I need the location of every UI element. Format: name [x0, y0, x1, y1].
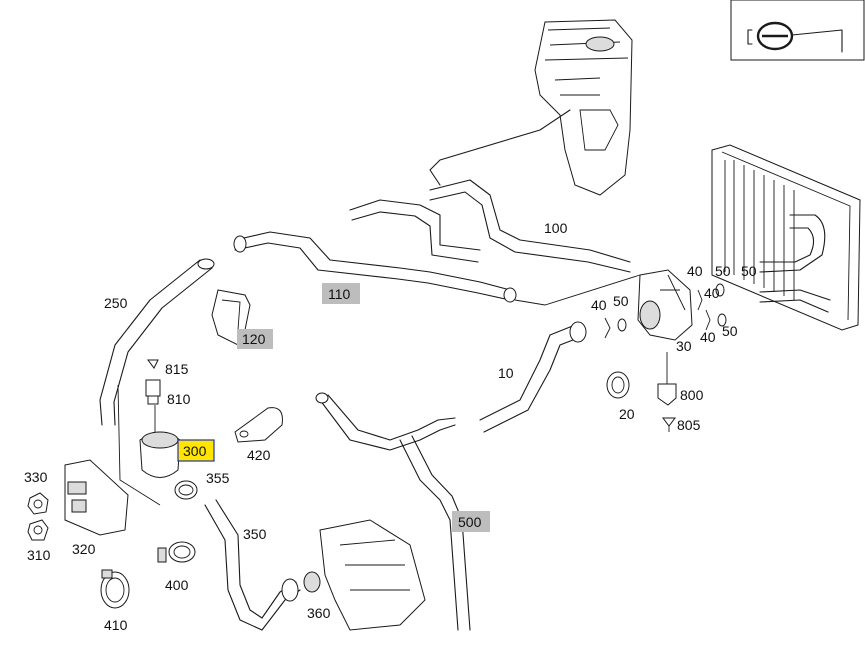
label-350: 350	[243, 526, 267, 542]
label-110: 110	[328, 286, 351, 302]
label-100: 100	[544, 220, 568, 236]
bracket-320	[64, 459, 129, 536]
label-300: 300	[183, 443, 207, 459]
label-20: 20	[619, 406, 635, 422]
label-400: 400	[165, 577, 189, 593]
label-300-box	[177, 439, 215, 462]
label-360: 360	[307, 605, 331, 621]
hose-350	[204, 499, 301, 631]
expansion-tank	[534, 19, 633, 196]
label-805: 805	[677, 417, 701, 433]
label-120: 120	[242, 331, 266, 347]
label-320: 320	[72, 541, 96, 557]
hose-10	[479, 321, 587, 433]
clip-420	[234, 407, 283, 443]
label-410: 410	[104, 617, 128, 633]
hose-100	[349, 109, 631, 273]
label-420: 420	[247, 447, 271, 463]
label-250: 250	[104, 295, 128, 311]
valve-300	[117, 359, 181, 506]
hose-500	[315, 392, 471, 631]
label-50-mid: 50	[741, 263, 757, 279]
clamp-410	[100, 569, 130, 609]
part-20	[606, 371, 630, 399]
label-40-mid: 40	[704, 285, 720, 301]
thermostat-housing-30	[637, 269, 693, 341]
label-120-box	[237, 329, 273, 349]
hose-110	[233, 231, 517, 303]
label-40-bottom: 40	[700, 329, 716, 345]
clamp-400	[157, 541, 196, 563]
hose-250	[99, 258, 215, 426]
label-815: 815	[165, 361, 189, 377]
label-800: 800	[680, 387, 704, 403]
sensor-800	[657, 352, 677, 432]
label-40-left: 40	[591, 297, 607, 313]
label-10: 10	[498, 365, 514, 381]
label-500: 500	[458, 514, 482, 530]
label-50-left: 50	[613, 293, 629, 309]
label-330: 330	[24, 469, 48, 485]
leader-line-100	[514, 274, 641, 306]
label-30: 30	[676, 338, 692, 354]
label-40-top: 40	[687, 263, 703, 279]
heater-core	[711, 144, 861, 331]
hose-clamp-icon	[730, 0, 865, 61]
label-500-box	[452, 511, 490, 532]
seals-40-50	[604, 283, 727, 339]
label-50-top: 50	[715, 263, 731, 279]
water-pump	[303, 519, 426, 631]
label-810: 810	[167, 391, 191, 407]
label-355: 355	[206, 470, 230, 486]
label-310: 310	[27, 547, 51, 563]
nut-310	[27, 519, 49, 541]
clamp-355	[174, 480, 198, 500]
nut-330	[27, 492, 49, 515]
label-50-bottom: 50	[722, 323, 738, 339]
label-110-box	[322, 283, 360, 304]
